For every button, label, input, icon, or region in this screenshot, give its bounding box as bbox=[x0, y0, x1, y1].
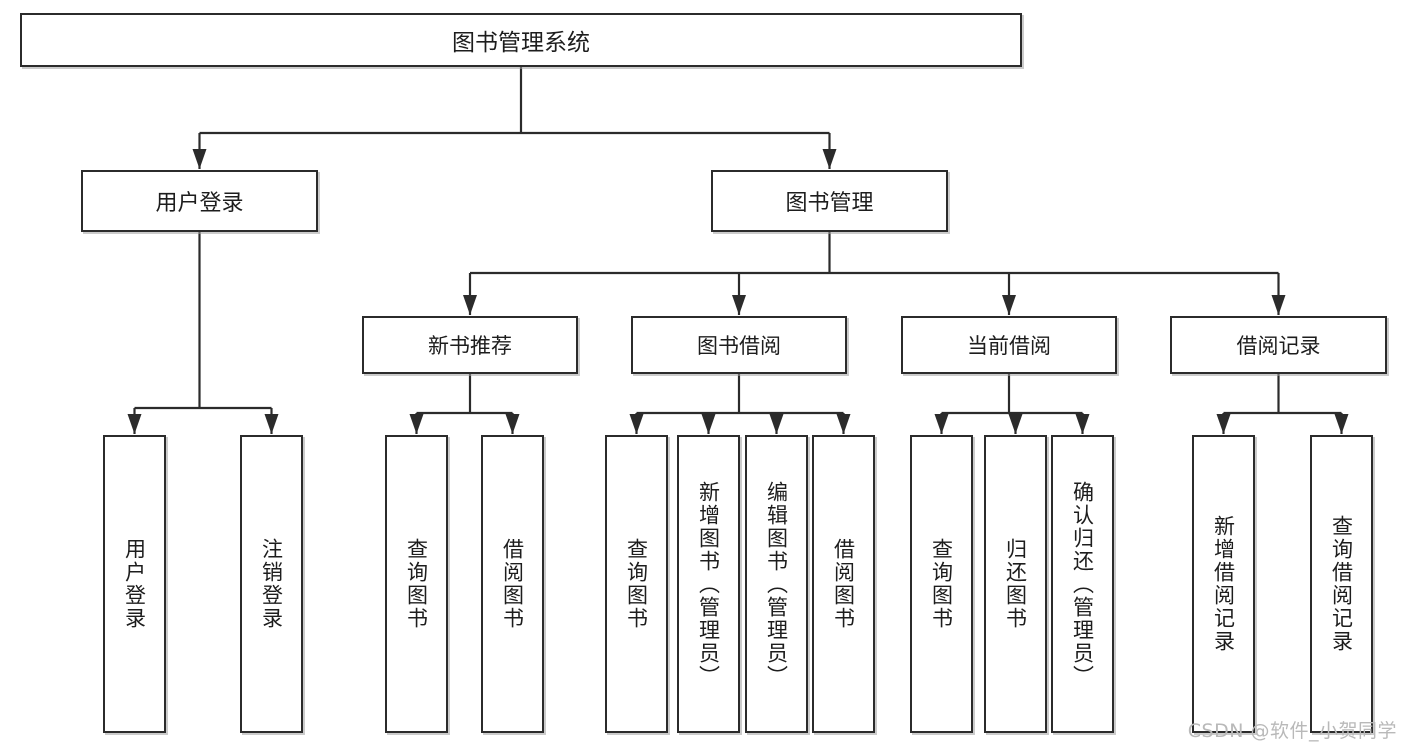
node-leaf-edit-book-admin[interactable]: 编辑图书（管理员） bbox=[745, 435, 808, 733]
watermark: CSDN @软件_小贺同学 bbox=[1187, 720, 1397, 742]
node-book-borrow-label: 图书借阅 bbox=[697, 334, 781, 358]
node-leaf-add-borrow-record-label: 新增借阅记录 bbox=[1211, 515, 1236, 653]
node-new-book-recommend[interactable]: 新书推荐 bbox=[362, 316, 578, 374]
node-current-borrow[interactable]: 当前借阅 bbox=[901, 316, 1117, 374]
node-leaf-query-book-rec-label: 查询图书 bbox=[404, 538, 429, 630]
node-leaf-borrow-book-rec-label: 借阅图书 bbox=[500, 538, 525, 630]
node-borrow-record-label: 借阅记录 bbox=[1236, 334, 1321, 358]
node-root[interactable]: 图书管理系统 bbox=[20, 13, 1022, 67]
node-leaf-user-logout[interactable]: 注销登录 bbox=[240, 435, 303, 733]
node-leaf-user-login-label: 用户登录 bbox=[122, 538, 147, 630]
node-leaf-query-book-borrow-label: 查询图书 bbox=[624, 538, 649, 630]
node-current-borrow-label: 当前借阅 bbox=[967, 334, 1051, 358]
node-leaf-query-book-cur-label: 查询图书 bbox=[929, 538, 954, 630]
node-leaf-borrow-book-rec[interactable]: 借阅图书 bbox=[481, 435, 544, 733]
node-new-book-recommend-label: 新书推荐 bbox=[428, 334, 512, 358]
node-borrow-record[interactable]: 借阅记录 bbox=[1170, 316, 1387, 374]
node-book-borrow[interactable]: 图书借阅 bbox=[631, 316, 847, 374]
node-leaf-add-book-admin[interactable]: 新增图书（管理员） bbox=[677, 435, 740, 733]
node-leaf-query-borrow-record-label: 查询借阅记录 bbox=[1329, 515, 1354, 653]
node-leaf-add-book-admin-label: 新增图书（管理员） bbox=[696, 480, 721, 688]
node-leaf-confirm-return-admin-label: 确认归还（管理员） bbox=[1070, 480, 1095, 688]
node-leaf-query-book-rec[interactable]: 查询图书 bbox=[385, 435, 448, 733]
node-leaf-user-logout-label: 注销登录 bbox=[259, 538, 284, 630]
node-leaf-return-book-label: 归还图书 bbox=[1003, 538, 1028, 630]
node-leaf-edit-book-admin-label: 编辑图书（管理员） bbox=[764, 480, 789, 688]
node-leaf-return-book[interactable]: 归还图书 bbox=[984, 435, 1047, 733]
node-user-login-label: 用户登录 bbox=[155, 191, 244, 216]
node-leaf-add-borrow-record[interactable]: 新增借阅记录 bbox=[1192, 435, 1255, 733]
node-leaf-user-login[interactable]: 用户登录 bbox=[103, 435, 166, 733]
node-book-manage[interactable]: 图书管理 bbox=[711, 170, 948, 232]
node-leaf-query-borrow-record[interactable]: 查询借阅记录 bbox=[1310, 435, 1373, 733]
node-leaf-query-book-borrow[interactable]: 查询图书 bbox=[605, 435, 668, 733]
node-book-manage-label: 图书管理 bbox=[785, 191, 874, 216]
node-root-label: 图书管理系统 bbox=[452, 30, 590, 56]
node-user-login[interactable]: 用户登录 bbox=[81, 170, 318, 232]
node-leaf-confirm-return-admin[interactable]: 确认归还（管理员） bbox=[1051, 435, 1114, 733]
node-leaf-query-book-cur[interactable]: 查询图书 bbox=[910, 435, 973, 733]
node-leaf-borrow-book-label: 借阅图书 bbox=[831, 538, 856, 630]
node-leaf-borrow-book[interactable]: 借阅图书 bbox=[812, 435, 875, 733]
